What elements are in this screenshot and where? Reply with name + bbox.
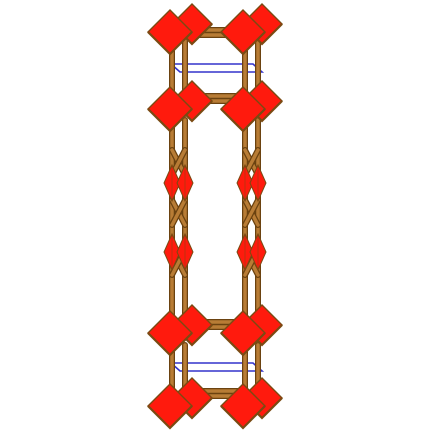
unit-cell-outline <box>168 362 265 372</box>
linker-bond <box>170 198 187 227</box>
octahedron-edge <box>147 31 193 56</box>
octahedron-edge <box>220 332 266 357</box>
octahedron-edge <box>147 108 193 133</box>
octahedron-edge <box>147 405 193 430</box>
linker-bond <box>243 198 260 227</box>
octahedra <box>147 3 283 430</box>
octahedron-edge <box>220 405 266 430</box>
unit-cell-outline <box>168 63 265 73</box>
unit-cell-outlines <box>168 63 265 372</box>
octahedron-edge <box>220 31 266 56</box>
octahedron-edge <box>220 108 266 133</box>
octahedron-edge <box>147 332 193 357</box>
elongated-polyhedra <box>163 163 267 272</box>
